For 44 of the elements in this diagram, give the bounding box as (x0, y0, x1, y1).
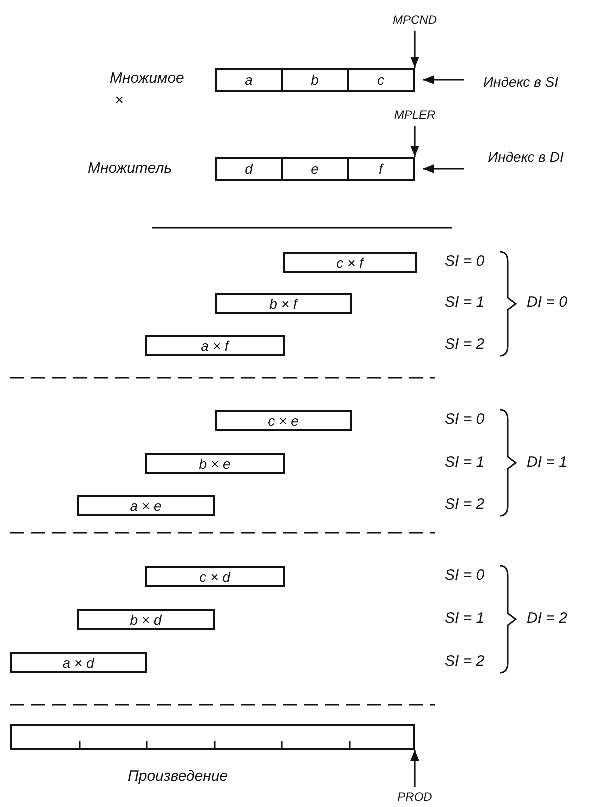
arrow (410, 31, 420, 68)
group-label: DI = 2 (527, 610, 568, 627)
partial-product-box: a × f (145, 335, 285, 356)
partial-product-box: c × d (145, 566, 285, 587)
group-label: DI = 0 (527, 294, 568, 311)
pointer-label: MPLER (385, 105, 445, 125)
arrow (410, 750, 420, 787)
register-cell: f (349, 159, 413, 179)
arrow (410, 126, 420, 157)
index-value: SI = 1 (445, 294, 485, 311)
partial-product-box: a × e (77, 495, 215, 516)
index-label: Индекс в SI (466, 72, 576, 92)
index-value: SI = 1 (445, 454, 485, 471)
group-label: DI = 1 (527, 454, 568, 471)
partial-product-box: b × f (215, 293, 352, 314)
index-value: SI = 0 (445, 411, 485, 428)
register-caption: Множитель (88, 160, 172, 177)
index-label: Индекс в DI (466, 147, 586, 167)
index-value: SI = 2 (445, 496, 485, 513)
partial-product-box: c × f (283, 252, 417, 273)
arrow (423, 76, 464, 84)
register-box (10, 724, 415, 750)
register-caption: Множимое (110, 70, 184, 87)
arrow (423, 164, 464, 174)
index-value: SI = 2 (445, 336, 485, 353)
multiply-sign: × (115, 92, 124, 109)
index-value: SI = 2 (445, 653, 485, 670)
index-value: SI = 0 (445, 253, 485, 270)
pointer-label: MPCND (385, 10, 445, 30)
register-caption: Произведение (128, 768, 228, 785)
partial-product-box: c × e (215, 410, 352, 431)
register-box (215, 157, 415, 181)
index-value: SI = 1 (445, 610, 485, 627)
register-cell: c (349, 70, 413, 90)
partial-product-box: b × d (77, 609, 215, 630)
partial-product-box: b × e (145, 453, 285, 474)
register-cell: d (217, 159, 283, 179)
register-cell: a (217, 70, 283, 90)
register-box (215, 68, 415, 92)
register-cell: b (283, 70, 349, 90)
pointer-label: PROD (395, 788, 435, 806)
partial-product-box: a × d (10, 652, 147, 673)
register-cell: e (283, 159, 349, 179)
index-value: SI = 0 (445, 567, 485, 584)
